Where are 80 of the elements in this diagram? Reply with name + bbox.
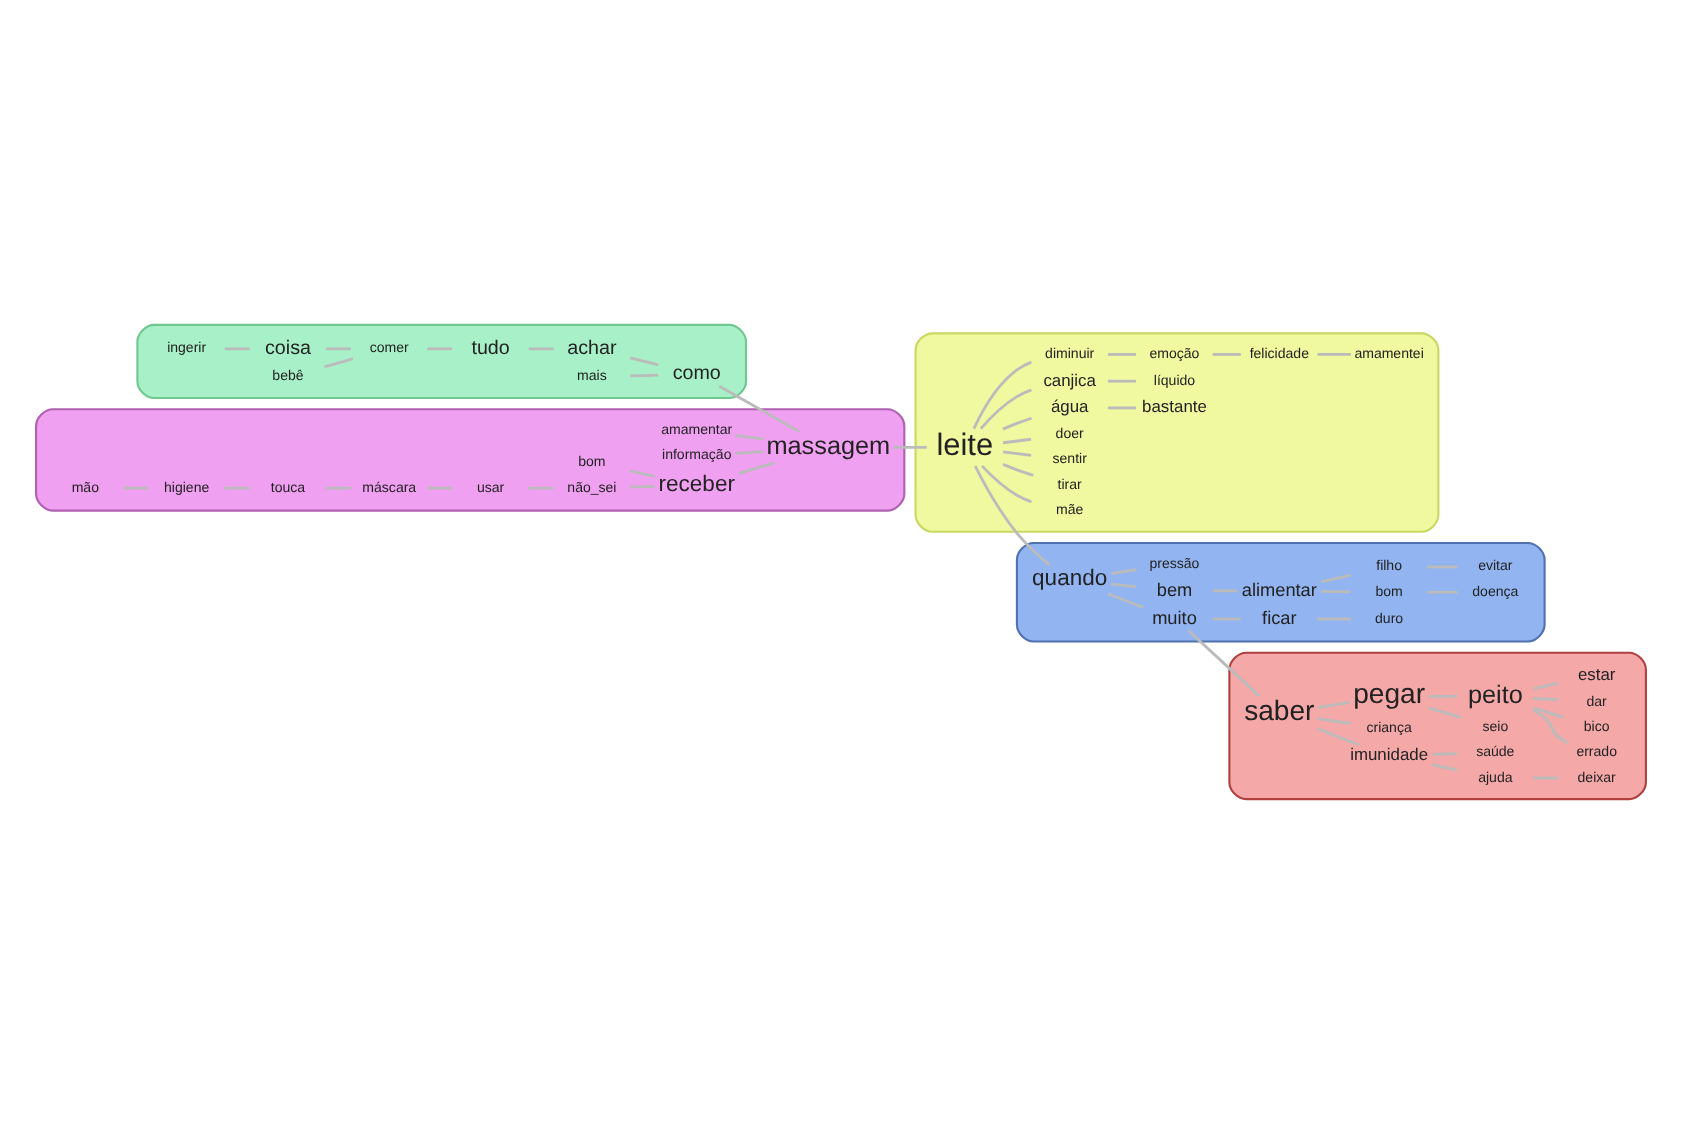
connector bbox=[427, 347, 453, 351]
connector bbox=[1111, 582, 1137, 589]
node-text: tudo bbox=[471, 338, 510, 361]
connector bbox=[630, 485, 655, 489]
connector bbox=[972, 360, 1032, 430]
connector bbox=[123, 486, 149, 490]
node-text: peito bbox=[1467, 680, 1523, 709]
connector bbox=[326, 347, 351, 351]
connector bbox=[1317, 353, 1351, 356]
connector bbox=[224, 347, 250, 351]
connector bbox=[1533, 697, 1559, 702]
cluster bbox=[914, 332, 1440, 533]
connector bbox=[1002, 450, 1032, 457]
connector bbox=[1432, 763, 1458, 772]
connector bbox=[738, 461, 775, 475]
connector bbox=[893, 445, 927, 449]
connector bbox=[1317, 727, 1360, 747]
connector bbox=[1002, 437, 1032, 445]
connector bbox=[1187, 629, 1261, 698]
node-text: quando bbox=[1032, 566, 1108, 591]
node-text: massagem bbox=[766, 431, 891, 460]
node-text: imunidade bbox=[1350, 743, 1429, 764]
connector bbox=[1002, 463, 1034, 477]
connector bbox=[629, 356, 659, 367]
node-text: pegar bbox=[1353, 677, 1426, 710]
connector bbox=[1320, 573, 1352, 584]
connector bbox=[735, 450, 764, 455]
connector bbox=[1212, 353, 1241, 356]
cluster bbox=[136, 323, 748, 400]
connector bbox=[528, 486, 554, 490]
connector bbox=[326, 486, 351, 490]
connector bbox=[1212, 589, 1238, 593]
node-text: estar bbox=[1577, 663, 1616, 684]
cluster bbox=[1015, 541, 1546, 643]
node-text: leite bbox=[936, 429, 994, 464]
connector bbox=[1432, 752, 1457, 756]
node-text: coisa bbox=[264, 338, 311, 361]
connector bbox=[1427, 565, 1458, 569]
connector bbox=[629, 469, 656, 478]
node-text: muito bbox=[1152, 607, 1197, 628]
connector bbox=[224, 486, 250, 490]
node-text: ficar bbox=[1262, 607, 1297, 628]
connector bbox=[1107, 353, 1136, 356]
connector bbox=[1317, 617, 1351, 621]
cluster bbox=[35, 408, 906, 512]
node-text: água bbox=[1050, 396, 1089, 417]
node-text: canjica bbox=[1043, 369, 1096, 390]
connector bbox=[1107, 406, 1136, 410]
connector bbox=[1427, 590, 1458, 594]
node-text: achar bbox=[567, 338, 617, 361]
connector bbox=[324, 357, 354, 369]
cluster bbox=[1228, 651, 1647, 801]
node-text: como bbox=[672, 363, 721, 386]
connector bbox=[630, 373, 659, 378]
connector bbox=[427, 486, 453, 490]
connector bbox=[979, 388, 1032, 430]
connector bbox=[1429, 695, 1458, 698]
connector bbox=[528, 347, 554, 351]
connector bbox=[1107, 379, 1136, 383]
connector bbox=[973, 465, 1051, 567]
connector bbox=[1533, 776, 1559, 780]
connector bbox=[718, 385, 801, 433]
connector bbox=[1107, 592, 1144, 609]
connector bbox=[1317, 717, 1352, 725]
connector bbox=[1428, 706, 1461, 719]
connector bbox=[980, 464, 1032, 504]
connector bbox=[1317, 701, 1350, 709]
node-text: bem bbox=[1156, 579, 1193, 600]
connector bbox=[1111, 568, 1137, 575]
connector bbox=[1533, 706, 1564, 719]
connector bbox=[1532, 708, 1568, 744]
connector bbox=[735, 433, 764, 441]
node-text: saber bbox=[1244, 694, 1315, 727]
node-text: bastante bbox=[1142, 396, 1207, 417]
node-text: alimentar bbox=[1241, 579, 1317, 600]
connector bbox=[1533, 681, 1559, 690]
connector bbox=[1321, 589, 1351, 594]
connector bbox=[1212, 617, 1241, 621]
node-text: receber bbox=[658, 472, 735, 497]
connector bbox=[1002, 416, 1032, 431]
